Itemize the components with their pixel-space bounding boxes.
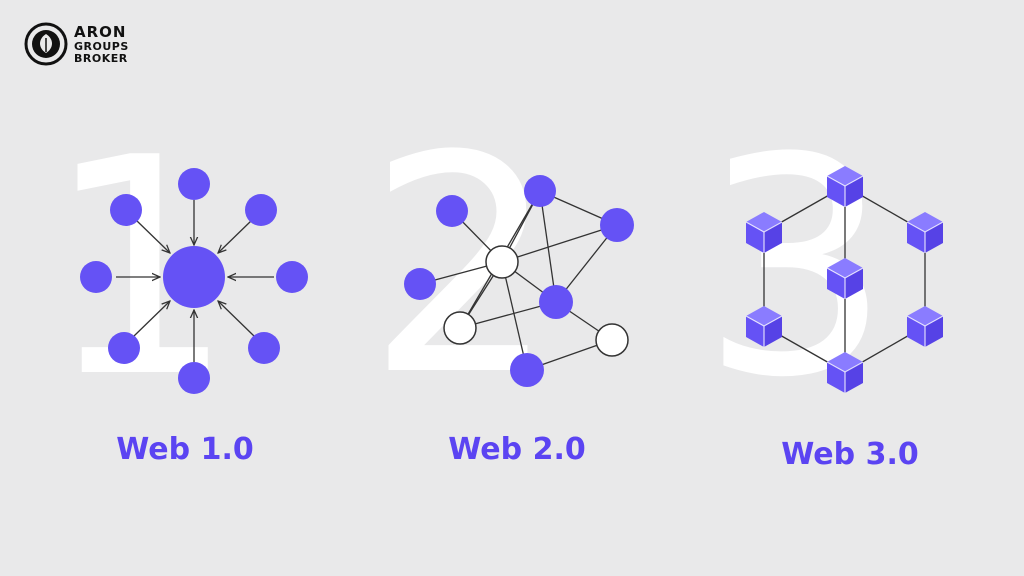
- brand-logo: ARON GROUPS BROKER: [24, 22, 129, 66]
- client-node: [108, 332, 140, 364]
- client-node: [178, 168, 210, 200]
- digit-2: 2: [367, 92, 558, 441]
- brand-line-2: GROUPS: [74, 39, 129, 53]
- brand-name: ARON GROUPS BROKER: [74, 22, 129, 65]
- peer-node: [485, 245, 519, 279]
- block-node: [906, 211, 944, 254]
- leaf-icon: [24, 22, 68, 66]
- user-node: [436, 195, 468, 227]
- block-node: [906, 305, 944, 348]
- client-node: [276, 261, 308, 293]
- web3-network: [745, 165, 944, 394]
- client-node: [248, 332, 280, 364]
- client-node: [80, 261, 112, 293]
- peer-node: [595, 323, 629, 357]
- user-node: [510, 353, 544, 387]
- client-node: [245, 194, 277, 226]
- caption-web1: Web 1.0: [116, 432, 254, 467]
- peer-node: [443, 311, 477, 345]
- user-node: [524, 175, 556, 207]
- brand-line-1: ARON: [74, 22, 127, 41]
- user-node: [539, 285, 573, 319]
- brand-line-3: BROKER: [74, 51, 128, 65]
- caption-web3: Web 3.0: [781, 437, 919, 472]
- user-node: [404, 268, 436, 300]
- web2-network: [404, 175, 634, 387]
- client-node: [110, 194, 142, 226]
- caption-web2: Web 2.0: [448, 432, 586, 467]
- central-server-node: [163, 246, 225, 308]
- user-node: [600, 208, 634, 242]
- web1-network: [80, 168, 308, 394]
- client-node: [178, 362, 210, 394]
